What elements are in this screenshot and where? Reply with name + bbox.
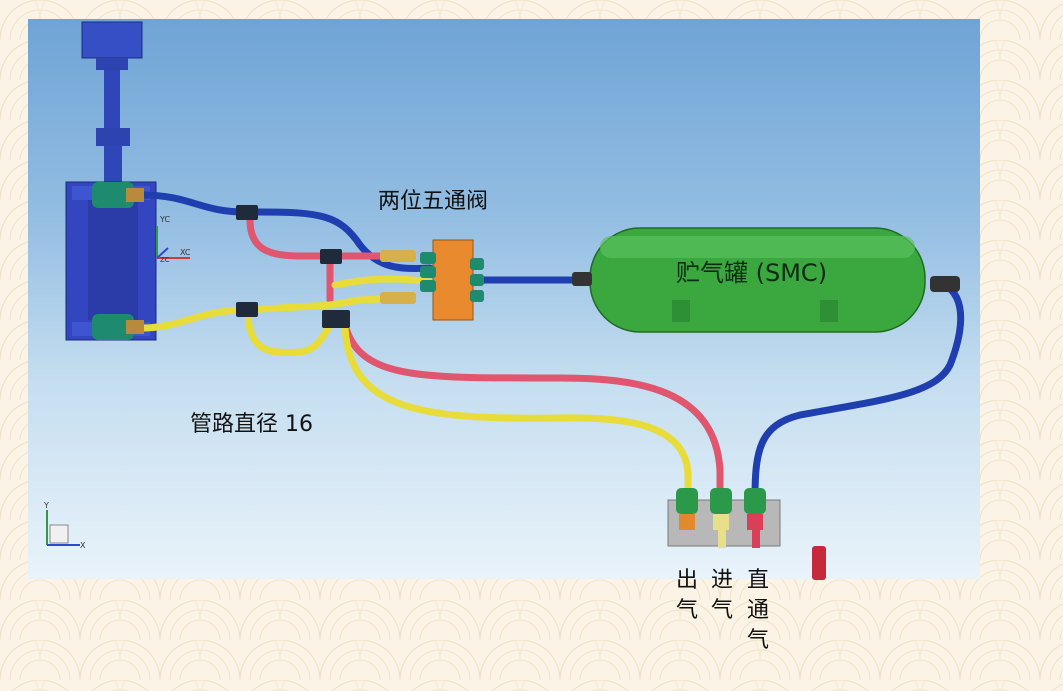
yellow-pipes xyxy=(138,275,692,502)
cylinder-rod xyxy=(81,21,143,182)
cylinder-fittings xyxy=(92,182,144,340)
direct-label: 直通气 xyxy=(746,568,769,653)
triad-zc-label: ZC xyxy=(160,256,170,264)
axis-triad-small: YC XC ZC xyxy=(156,215,191,264)
air-tank xyxy=(572,227,960,333)
red-pipes xyxy=(246,216,724,502)
five-way-valve xyxy=(380,239,484,321)
axis-triad-corner: Y X xyxy=(43,501,86,550)
valve-label: 两位五通阀 xyxy=(378,189,489,214)
inlet-label: 进气 xyxy=(710,568,733,623)
tank-label: 贮气罐 (SMC) xyxy=(676,259,828,287)
triad-xc-label: XC xyxy=(180,248,191,257)
pipe-diameter-label: 管路直径 16 xyxy=(190,412,313,437)
triad-y-label: Y xyxy=(43,501,49,510)
loose-fitting xyxy=(812,546,826,580)
blue-pipes xyxy=(138,191,965,502)
manifold-block xyxy=(667,488,781,548)
triad-x-label: X xyxy=(80,541,86,550)
tee-fittings xyxy=(236,205,350,328)
triad-yc-label: YC xyxy=(159,215,170,224)
outlet-label: 出气 xyxy=(675,568,698,623)
